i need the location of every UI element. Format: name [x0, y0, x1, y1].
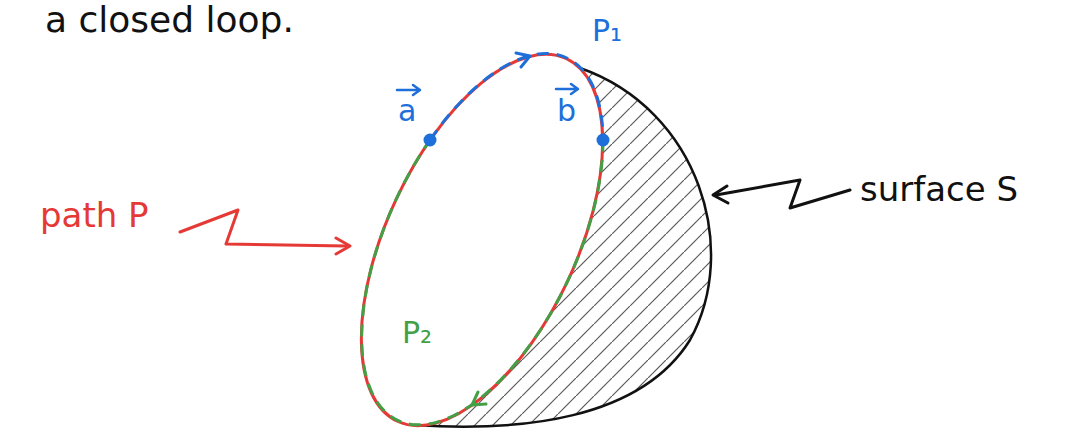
direction-arrow	[516, 53, 530, 67]
point-dot	[424, 134, 437, 147]
segment-p2	[362, 140, 603, 425]
segment-label: P₁	[592, 16, 622, 46]
note-text: a closed loop.	[45, 2, 294, 38]
pointer-arrow	[716, 180, 850, 208]
point-dot	[597, 134, 610, 147]
surface-outline	[414, 68, 711, 427]
segment-p1	[430, 54, 603, 140]
surface-hatching	[414, 68, 711, 427]
arrow-head	[336, 238, 350, 254]
surface-label: surface S	[860, 172, 1018, 206]
segment-label: P₂	[402, 318, 432, 348]
pointer-arrow	[180, 210, 346, 246]
point-label: a	[398, 96, 416, 126]
closed-path	[311, 19, 652, 434]
path-label: path P	[40, 198, 149, 232]
vector-arrow	[397, 85, 420, 95]
vector-arrow	[556, 84, 578, 94]
arrow-head	[713, 186, 728, 203]
point-label: b	[557, 96, 576, 126]
direction-arrow	[472, 392, 486, 405]
